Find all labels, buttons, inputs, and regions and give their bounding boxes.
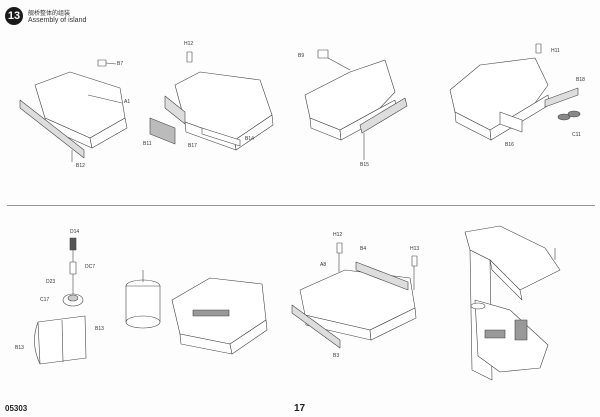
top-assembly-3-drawing <box>304 49 408 160</box>
top-panel: B7 A1 B12 H12 B11 B17 B14 B9 B15 H11 B18… <box>0 20 600 205</box>
callout-label: B13 <box>95 326 104 332</box>
callout-label: DC7 <box>85 264 96 270</box>
callout-label: B3 <box>333 353 340 359</box>
callout-label: H13 <box>410 246 420 252</box>
bottom-assembly-2-drawing <box>125 270 268 355</box>
callout-label: B12 <box>76 163 85 169</box>
callout-label: B16 <box>505 142 514 148</box>
bottom-assembly-1-drawing <box>34 237 87 365</box>
callout-label: C17 <box>40 297 50 303</box>
callout-label: B17 <box>188 143 197 149</box>
callout-label: H12 <box>184 41 194 47</box>
bottom-panel: D14 DC7 D23 C17 B13 B13 H12 B4 H13 A8 B3 <box>0 206 600 401</box>
step-number-badge: 13 <box>5 7 23 25</box>
callout-label: A8 <box>320 262 327 268</box>
callout-label: B15 <box>360 162 369 168</box>
callout-label: B9 <box>298 53 305 59</box>
page-number: 17 <box>294 403 306 414</box>
top-assembly-4-drawing <box>449 43 581 141</box>
callout-label: H11 <box>551 48 560 54</box>
product-code: 05303 <box>5 404 28 413</box>
panel-divider <box>7 205 595 206</box>
callout-label: B4 <box>360 246 367 252</box>
callout-label: H12 <box>333 232 343 238</box>
callout-label: B11 <box>143 141 152 147</box>
top-assembly-2-drawing <box>149 51 274 151</box>
callout-label: B18 <box>576 77 585 83</box>
top-assembly-1-drawing <box>19 59 128 162</box>
callout-label: D23 <box>46 279 56 285</box>
bottom-assembly-4-drawing <box>464 225 561 381</box>
callout-label: B13 <box>15 345 24 351</box>
callout-label: B14 <box>245 136 254 142</box>
step-title-english: Assembly of island <box>28 17 87 24</box>
callout-label: B7 <box>117 61 124 67</box>
callout-label: A1 <box>124 99 131 105</box>
callout-label: C11 <box>572 132 581 138</box>
bottom-assembly-3-drawing <box>291 242 418 349</box>
callout-label: D14 <box>70 229 80 235</box>
step-title-chinese: 舰桥整体的组装 <box>28 11 71 17</box>
